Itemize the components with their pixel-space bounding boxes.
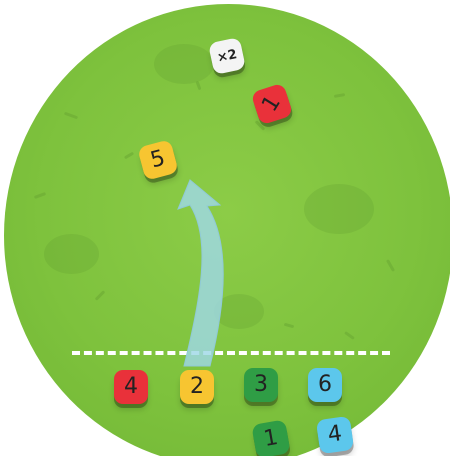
die-label: 1 — [259, 92, 285, 116]
die-label: 2 — [190, 376, 204, 398]
die-label: 4 — [124, 376, 138, 398]
hand-die[interactable]: 4 — [316, 416, 354, 454]
hand-die[interactable]: 1 — [251, 419, 290, 456]
hand-die[interactable]: 6 — [308, 368, 342, 402]
die-label: 3 — [254, 374, 268, 396]
hand-die[interactable]: 3 — [244, 368, 278, 402]
die-label: 4 — [327, 423, 344, 447]
die-label: 5 — [148, 148, 167, 173]
hand-die[interactable]: 2 — [180, 370, 214, 404]
die-label: 1 — [262, 427, 280, 451]
hand-die[interactable]: 4 — [114, 370, 148, 404]
die-label: ×2 — [216, 48, 238, 65]
die-label: 6 — [318, 374, 332, 396]
